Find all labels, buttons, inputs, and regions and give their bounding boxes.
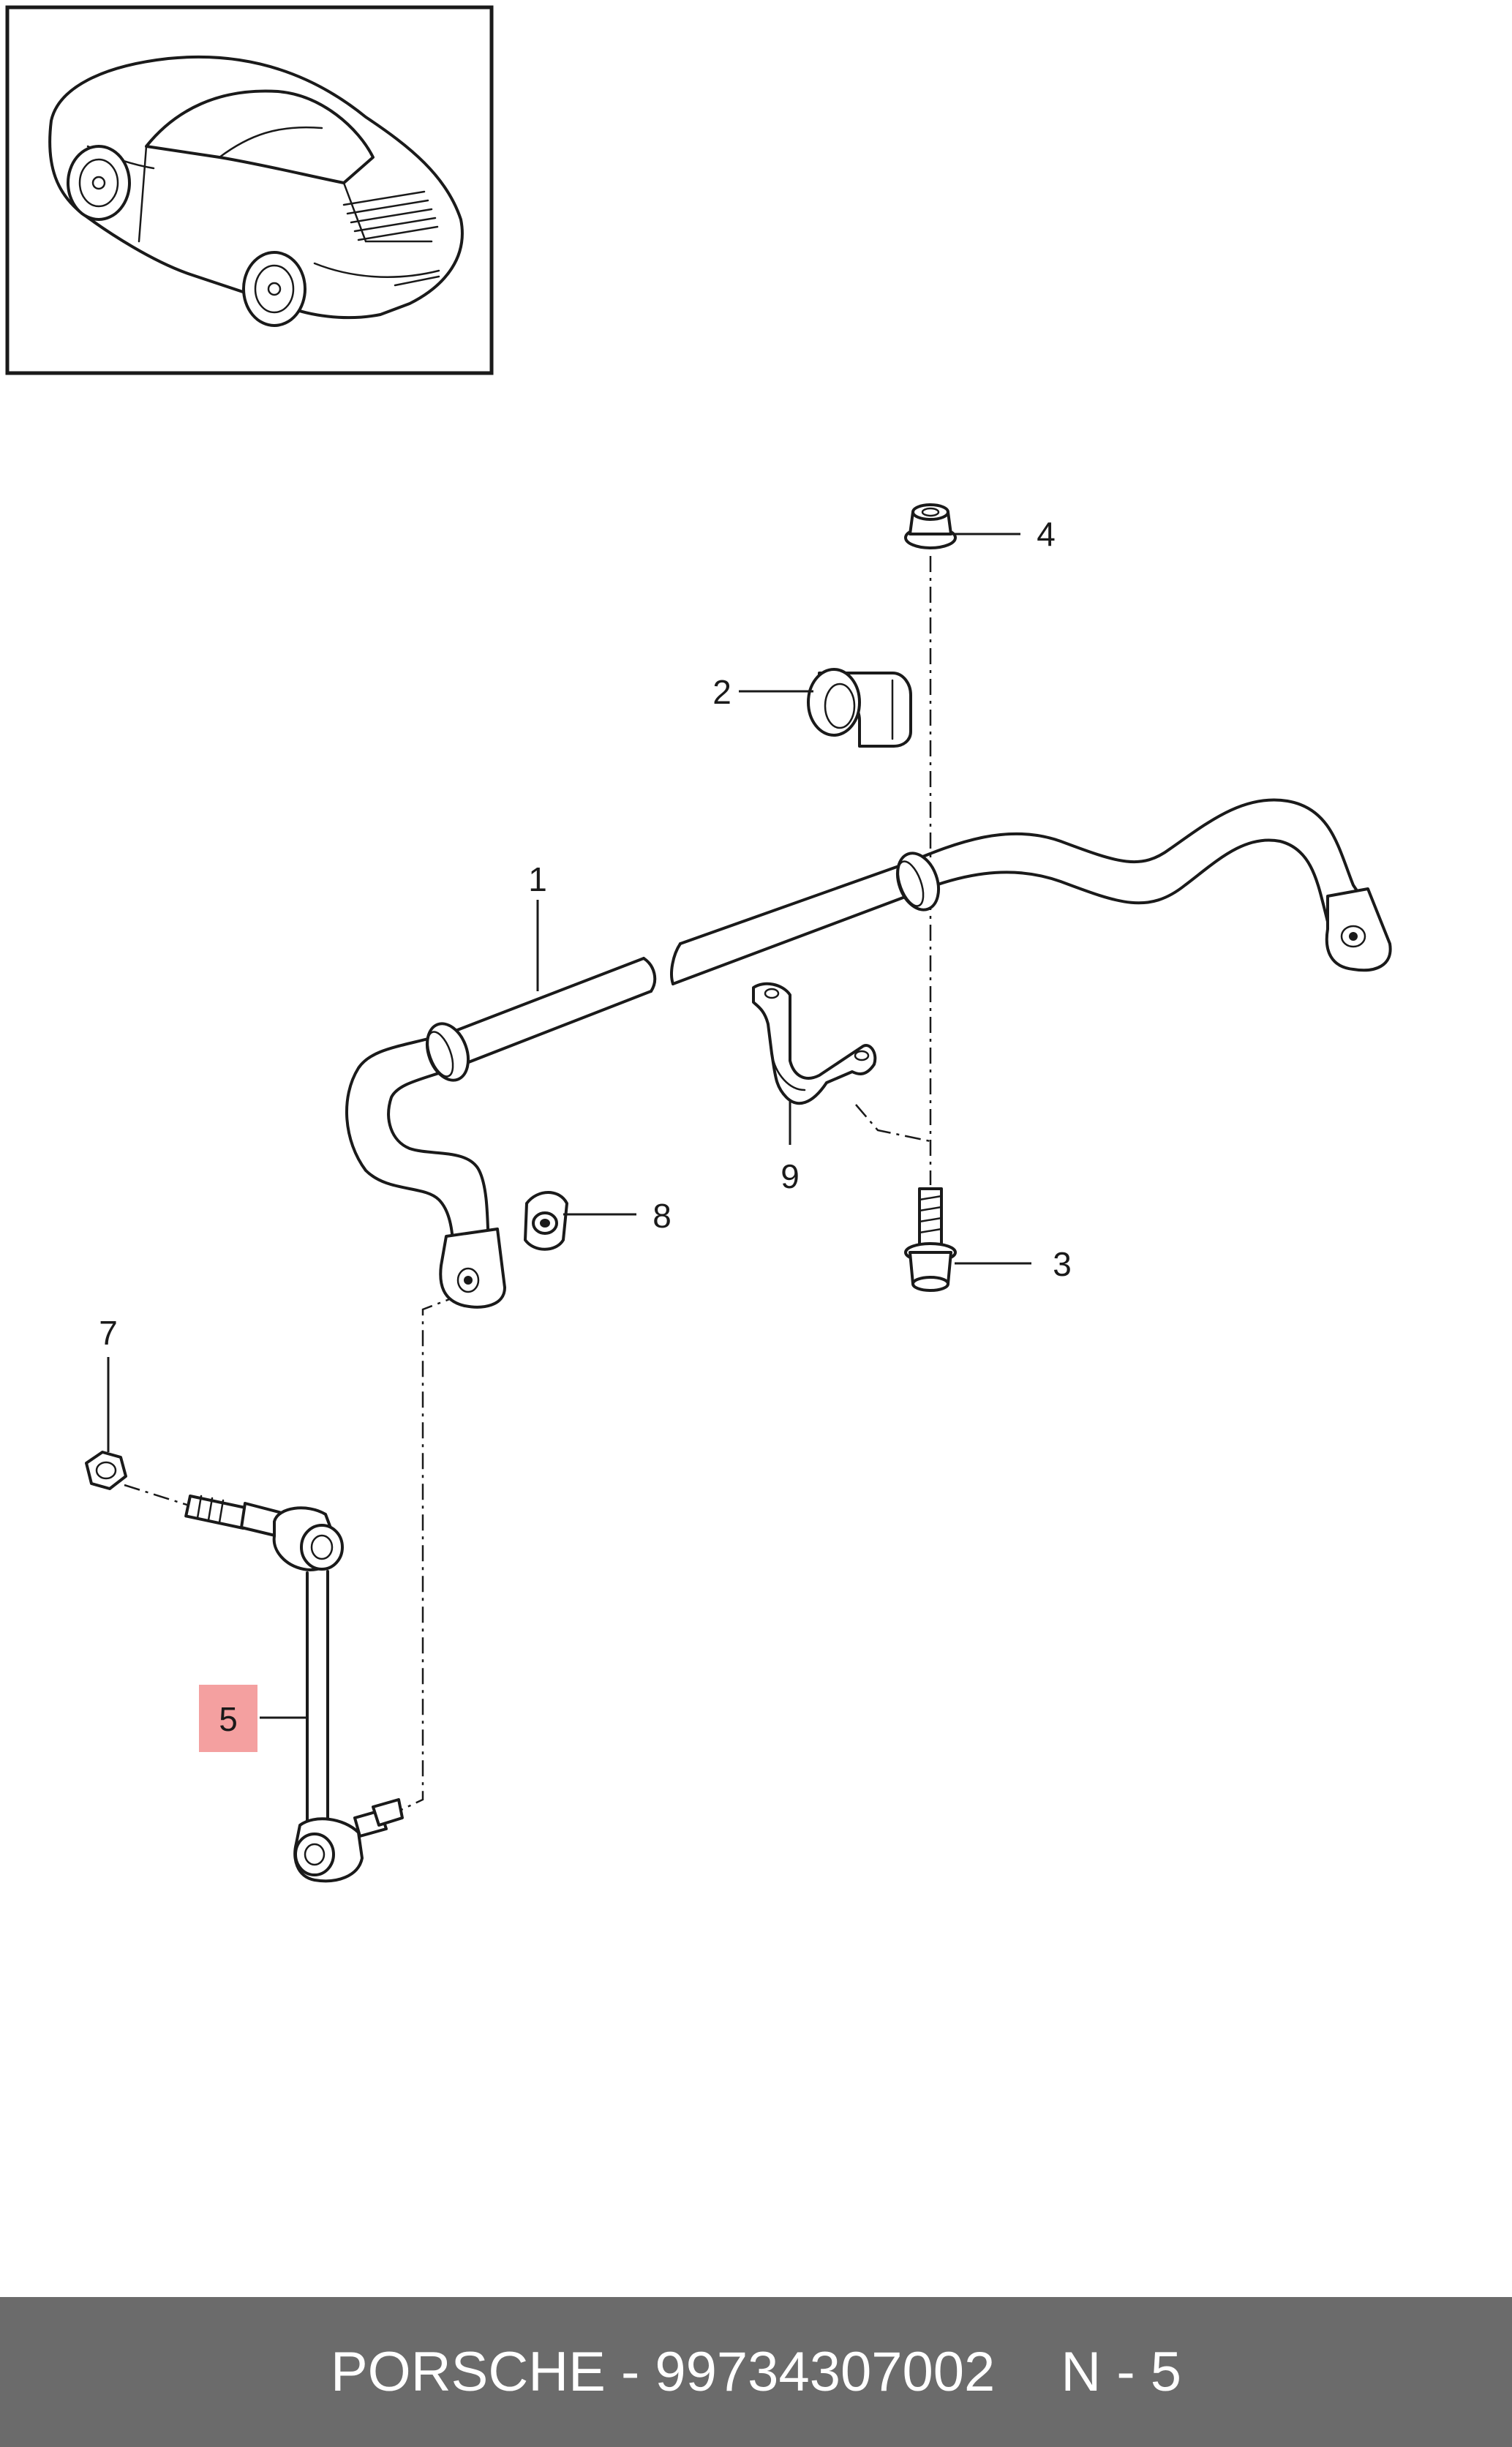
bar-bushing-left — [425, 1022, 470, 1082]
engine-grille — [342, 190, 439, 241]
flange-nut-small — [524, 1191, 568, 1251]
rear-wheel — [242, 251, 306, 327]
callout-7: 7 — [99, 1314, 118, 1352]
flange-nut-top — [904, 503, 957, 549]
front-wheel — [67, 145, 131, 221]
callout-labels: 1 2 3 4 5 7 8 9 — [99, 515, 1072, 1738]
part-number-text: PORSCHE - 99734307002 — [330, 2341, 996, 2403]
callout-2: 2 — [712, 673, 731, 711]
callout-5-highlight — [199, 1685, 257, 1752]
callout-3: 3 — [1053, 1245, 1072, 1283]
mounting-bracket — [752, 982, 877, 1105]
stabilizer-link — [184, 1495, 404, 1883]
stabilizer-bar — [345, 798, 1392, 1309]
callout-8: 8 — [652, 1197, 672, 1235]
callout-1: 1 — [528, 860, 547, 898]
callout-4: 4 — [1037, 515, 1056, 553]
car-thumbnail-icon — [5, 5, 494, 375]
callout-9: 9 — [781, 1157, 800, 1195]
assembly-lines — [124, 556, 932, 1814]
hex-nut — [85, 1451, 127, 1490]
callout-5: 5 — [219, 1700, 238, 1738]
diagram-position-text: N - 5 — [1061, 2341, 1182, 2403]
rubber-bushing — [807, 668, 912, 748]
bar-bushing-right — [895, 852, 941, 911]
part-number-footer: PORSCHE - 99734307002 N - 5 — [0, 2297, 1512, 2447]
flange-bolt — [904, 1187, 957, 1292]
callout-leaders — [107, 533, 1031, 1719]
